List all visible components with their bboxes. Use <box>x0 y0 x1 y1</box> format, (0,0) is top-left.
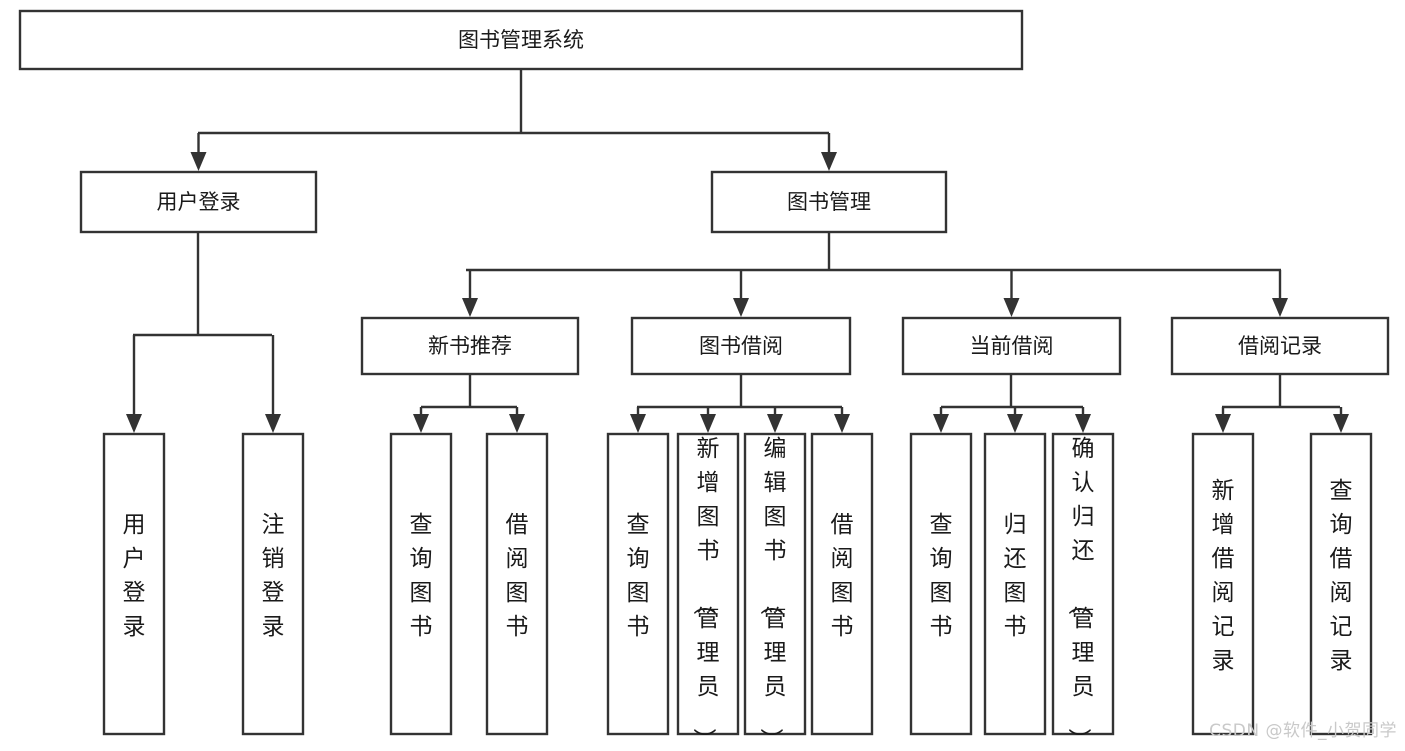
edge-arrow <box>1007 407 1023 433</box>
connector-group <box>1222 374 1340 409</box>
edge-arrow <box>733 270 749 317</box>
edge-arrow <box>1075 407 1091 433</box>
node-leaf-query-borrow-record[interactable]: 查询借阅记录 <box>1309 432 1373 736</box>
node-leaf-query-book-current[interactable]: 查询图书 <box>909 432 973 736</box>
connector-group <box>421 374 517 409</box>
edge-arrow <box>126 335 142 433</box>
node-borrow-record[interactable]: 借阅记录 <box>1170 316 1390 376</box>
node-leaf-user-login[interactable]: 用户登录 <box>102 432 166 736</box>
node-leaf-borrow-book[interactable]: 借阅图书 <box>810 432 874 736</box>
node-label: 图书管理系统 <box>458 28 584 52</box>
node-leaf-borrow-book-recommend[interactable]: 借阅图书 <box>485 432 549 736</box>
node-leaf-query-book-recommend[interactable]: 查询图书 <box>389 432 453 736</box>
node-label: 借阅记录 <box>1238 334 1322 358</box>
edge-arrow <box>821 133 837 171</box>
edge-arrow <box>1333 407 1349 433</box>
edge-arrow <box>700 407 716 433</box>
node-label: 用户登录 <box>157 190 241 214</box>
edge-arrow <box>767 407 783 433</box>
edge-arrow <box>933 407 949 433</box>
node-label: 新书推荐 <box>428 334 512 358</box>
edge-arrow <box>834 407 850 433</box>
edge-arrow <box>190 133 207 171</box>
node-label: 图书借阅 <box>699 334 783 358</box>
node-label: 确认归还（管理员） <box>1066 436 1095 747</box>
edge-arrow <box>1003 270 1020 317</box>
connector-group <box>466 232 1281 272</box>
node-leaf-confirm-return[interactable]: 确认归还（管理员） <box>1051 432 1115 751</box>
node-leaf-query-book-borrow[interactable]: 查询图书 <box>606 432 670 736</box>
node-leaf-return-book[interactable]: 归还图书 <box>983 432 1047 736</box>
node-label: 新增借阅记录 <box>1212 478 1235 674</box>
edge-arrow <box>509 407 525 433</box>
node-user-login[interactable]: 用户登录 <box>79 170 318 234</box>
node-root[interactable]: 图书管理系统 <box>18 9 1024 71</box>
node-label: 查询借阅记录 <box>1330 478 1353 674</box>
node-leaf-add-borrow-record[interactable]: 新增借阅记录 <box>1191 432 1255 736</box>
edge-arrow <box>1215 407 1231 433</box>
connector-group <box>198 69 829 135</box>
node-book-borrow[interactable]: 图书借阅 <box>630 316 852 376</box>
node-label: 用户登录 <box>123 512 146 640</box>
edge-arrow <box>630 407 646 433</box>
node-label: 借阅图书 <box>506 512 529 640</box>
node-leaf-add-book[interactable]: 新增图书（管理员） <box>676 432 740 751</box>
node-label: 编辑图书（管理员） <box>758 436 787 747</box>
connector-group <box>637 374 842 409</box>
edge-arrow <box>265 335 281 433</box>
node-label: 归还图书 <box>1004 512 1027 640</box>
edge-arrow <box>462 270 478 317</box>
node-leaf-edit-book[interactable]: 编辑图书（管理员） <box>743 432 807 751</box>
node-current-borrow[interactable]: 当前借阅 <box>901 316 1122 376</box>
edge-arrow <box>1272 270 1288 317</box>
node-label: 查询图书 <box>627 512 650 640</box>
connector-group <box>133 232 272 337</box>
node-new-book-recommend[interactable]: 新书推荐 <box>360 316 580 376</box>
connector-group <box>941 374 1083 409</box>
node-label: 当前借阅 <box>970 334 1054 358</box>
edge-arrow <box>413 407 429 433</box>
watermark-label: CSDN @软件_小贺同学 <box>1209 721 1397 741</box>
node-label: 借阅图书 <box>831 512 854 640</box>
node-label: 查询图书 <box>410 512 433 640</box>
node-label: 查询图书 <box>930 512 953 640</box>
node-leaf-user-logout[interactable]: 注销登录 <box>241 432 305 736</box>
node-label: 新增图书（管理员） <box>691 436 720 747</box>
node-label: 图书管理 <box>787 190 871 214</box>
node-book-management[interactable]: 图书管理 <box>710 170 948 234</box>
node-label: 注销登录 <box>262 512 285 640</box>
